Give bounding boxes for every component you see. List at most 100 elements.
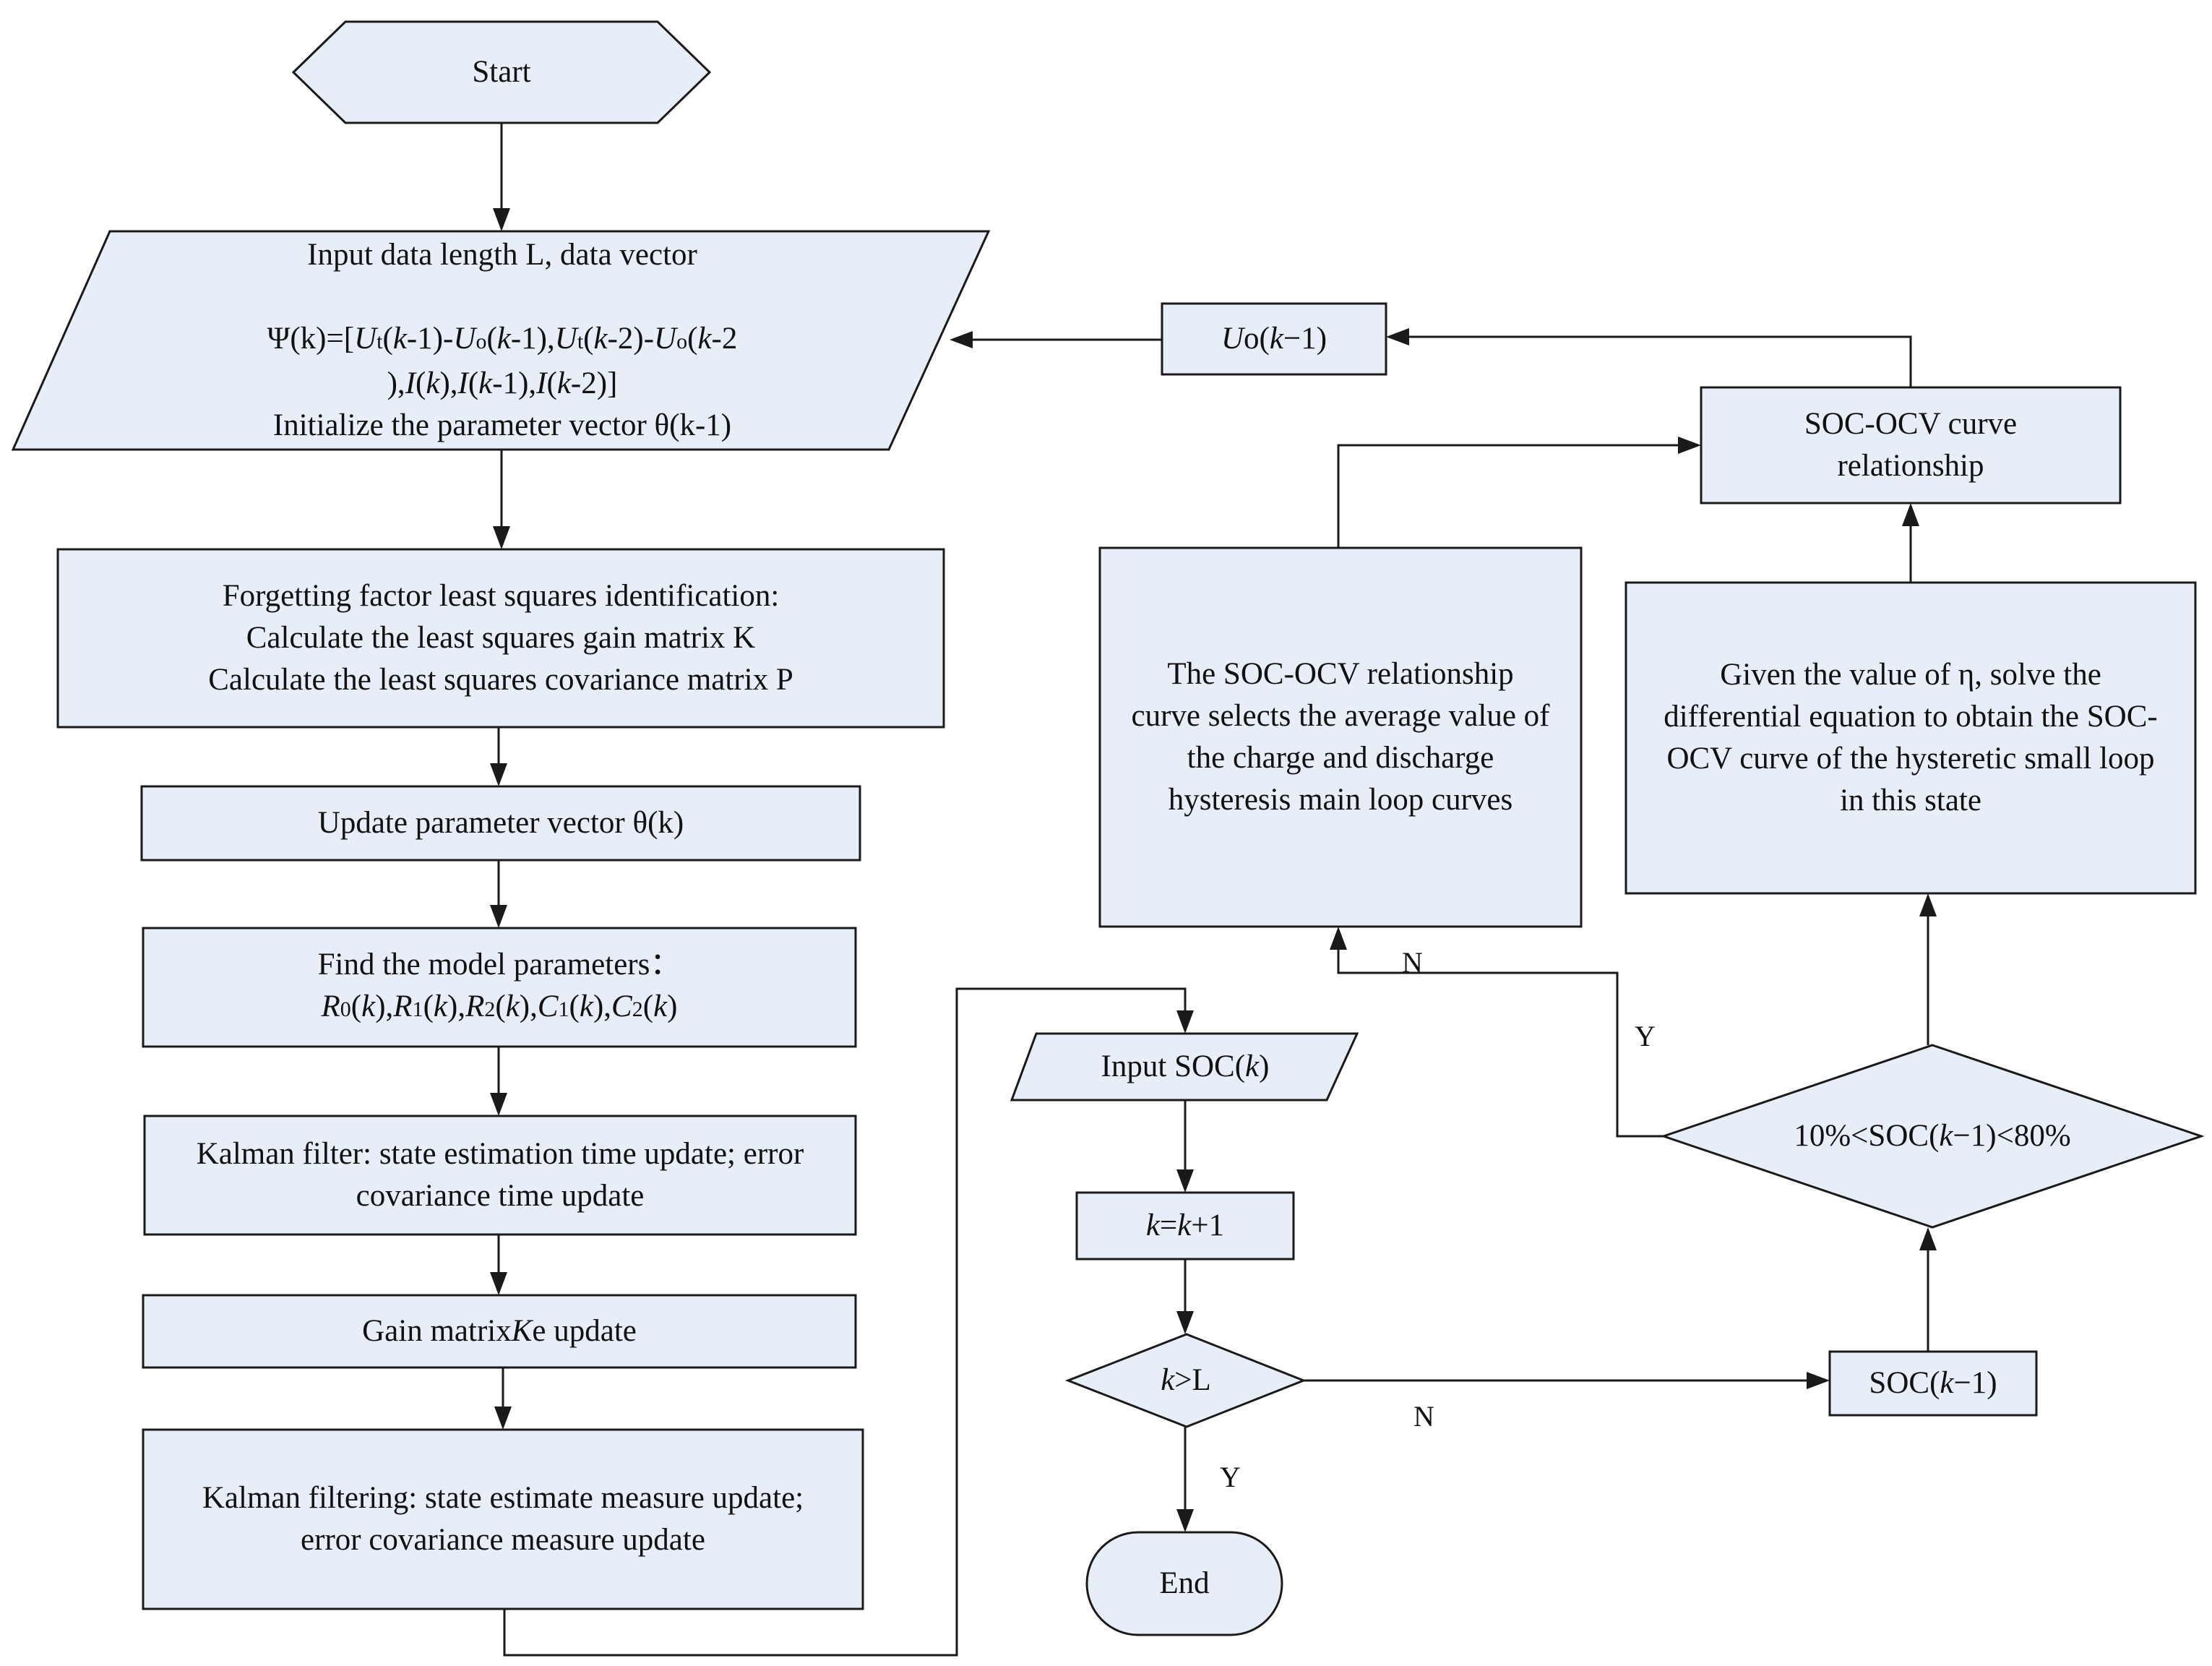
k-increment-eq: =: [1159, 1208, 1178, 1242]
average-curve-label: The SOC-OCV relationship curve selects t…: [1100, 548, 1581, 927]
kalman-time-text: Kalman filter: state estimation time upd…: [196, 1137, 804, 1213]
edge-label-y-bottom: Y: [1220, 1461, 1241, 1493]
uo-symbol-2: U: [654, 322, 677, 356]
update-theta-text: Update parameter vector θ(k): [317, 806, 684, 840]
k-greater-l-diamond: [1064, 1333, 1307, 1428]
input-data-line-4: Initialize the parameter vector θ(k-1): [272, 408, 732, 442]
end-terminator: [1085, 1531, 1283, 1636]
arrowhead-gain-to-kalman-measure: [494, 1407, 512, 1430]
arrowhead-input-to-ffls: [493, 526, 510, 549]
connector-soc-ocv-to-uo-prev: [1409, 335, 1912, 387]
input-data-parallelogram: [11, 230, 991, 451]
ffls-box: [56, 548, 945, 729]
k-symbol-5: k: [426, 366, 440, 400]
gain-matrix-box: [142, 1294, 857, 1369]
uo-symbol-1: U: [453, 322, 476, 356]
k-symbol-4: k: [697, 322, 712, 356]
arrowhead-range-to-average: [1330, 927, 1347, 950]
kalman-time-label: Kalman filter: state estimation time upd…: [145, 1116, 856, 1235]
eta-curve-text: Given the value of η, solve the differen…: [1664, 658, 2158, 817]
k-symbol-6: k: [478, 366, 493, 400]
gain-e-symbol: e: [532, 1314, 546, 1348]
soc-prev-box: [1828, 1350, 2038, 1417]
gain-k-symbol: K: [511, 1314, 533, 1348]
update-theta-label: Update parameter vector θ(k): [142, 786, 860, 860]
ffls-text: Forgetting factor least squares identifi…: [208, 579, 793, 697]
ut-subscript: t: [376, 330, 383, 353]
k-increment-box: [1075, 1191, 1295, 1261]
arrowhead-start-to-input: [493, 208, 510, 231]
arrowhead-kalman-measure-to-input-soc: [1176, 1010, 1194, 1034]
arrowhead-input-soc-to-k-increment: [1176, 1169, 1194, 1193]
k-greater-l-op: >L: [1174, 1363, 1211, 1397]
find-params-box: [142, 927, 857, 1048]
arrowhead-average-to-soc-ocv: [1678, 437, 1701, 454]
kalman-measure-label: Kalman filtering: state estimate measure…: [143, 1430, 863, 1609]
ffls-label: Forgetting factor least squares identifi…: [58, 549, 944, 727]
arrowhead-k-greater-l-to-soc-prev: [1807, 1372, 1830, 1389]
input-soc-parallelogram: [1010, 1032, 1359, 1102]
uo-prev-box: [1161, 302, 1387, 376]
kalman-time-box: [143, 1115, 857, 1236]
arrowhead-find-to-kalman-time: [490, 1093, 507, 1116]
arrowhead-range-to-eta: [1919, 893, 1937, 916]
start-text: Start: [472, 55, 531, 89]
k-symbol-2: k: [496, 322, 511, 356]
find-params-title: Find the model parameters：: [317, 948, 681, 982]
eta-curve-box: [1624, 581, 2197, 895]
input-soc-label: Input SOC(k): [1019, 1034, 1351, 1100]
soc-range-suffix: −1)<80%: [1953, 1119, 2071, 1153]
soc-range-label: 10%<SOC(k−1)<80%: [1664, 1045, 2201, 1227]
input-data-label: Input data length L, data vector Ψ(k)=[U…: [108, 231, 896, 450]
input-data-line-2: Ψ(k)=[Ut(k-1)-Uo(k-1),Ut(k-2)-Uo(k-2: [267, 322, 738, 356]
uo-subscript-1: o: [475, 330, 487, 353]
arrowhead-ffls-to-update: [490, 763, 507, 786]
psi-prefix: Ψ(k)=[: [267, 322, 355, 356]
gain-suffix: update: [546, 1314, 637, 1348]
update-theta-box: [140, 785, 861, 862]
soc-range-diamond: [1660, 1044, 2205, 1229]
edge-label-n-bottom: N: [1413, 1400, 1434, 1433]
end-label: End: [1087, 1532, 1282, 1635]
edge-label-y-right: Y: [1635, 1020, 1656, 1052]
arrowhead-k-greater-l-to-end: [1176, 1509, 1194, 1532]
arrowhead-uo-prev-to-input: [950, 331, 973, 348]
average-curve-text: The SOC-OCV relationship curve selects t…: [1131, 657, 1550, 817]
start-label: Start: [293, 22, 710, 123]
arrowhead-kalman-time-to-gain: [490, 1272, 507, 1295]
uo-subscript-2: o: [676, 330, 688, 353]
uo-prev-rest: o(: [1244, 322, 1270, 356]
uo-prev-symbol: U: [1221, 322, 1244, 356]
start-hexagon: [291, 20, 712, 124]
soc-ocv-relationship-text: SOC-OCV curve relationship: [1804, 407, 2018, 483]
k-increment-plus: +1: [1191, 1208, 1225, 1242]
soc-prev-prefix: SOC(: [1869, 1366, 1940, 1400]
input-data-line-3: ),I(k),I(k-1),I(k-2)]: [387, 366, 618, 400]
arrowhead-update-to-find: [490, 905, 507, 928]
soc-range-prefix: 10%<SOC(: [1794, 1119, 1940, 1153]
eta-curve-label: Given the value of η, solve the differen…: [1626, 583, 2195, 893]
ut-symbol-2: U: [554, 322, 577, 356]
connector-range-to-average: [1337, 950, 1664, 1138]
find-params-label: Find the model parameters： R0(k),R1(k),R…: [143, 928, 856, 1047]
k-symbol-7: k: [556, 366, 571, 400]
kalman-measure-text: Kalman filtering: state estimate measure…: [202, 1481, 804, 1557]
connector-average-to-soc-ocv: [1337, 444, 1678, 548]
edge-label-n-left: N: [1402, 946, 1423, 979]
k-symbol-1: k: [392, 322, 407, 356]
soc-prev-label: SOC(k−1): [1830, 1352, 2036, 1415]
end-text: End: [1159, 1566, 1210, 1600]
kalman-measure-box: [142, 1428, 864, 1610]
k-increment-label: k=k+1: [1077, 1193, 1294, 1259]
soc-ocv-relationship-label: SOC-OCV curve relationship: [1701, 387, 2120, 503]
average-curve-box: [1098, 546, 1583, 928]
arrowhead-soc-prev-to-range: [1919, 1227, 1937, 1250]
k-symbol-3: k: [593, 322, 608, 356]
ut-symbol: U: [354, 322, 377, 356]
ut-subscript-2: t: [577, 330, 584, 353]
input-data-line-1: Input data length L, data vector: [307, 238, 697, 272]
